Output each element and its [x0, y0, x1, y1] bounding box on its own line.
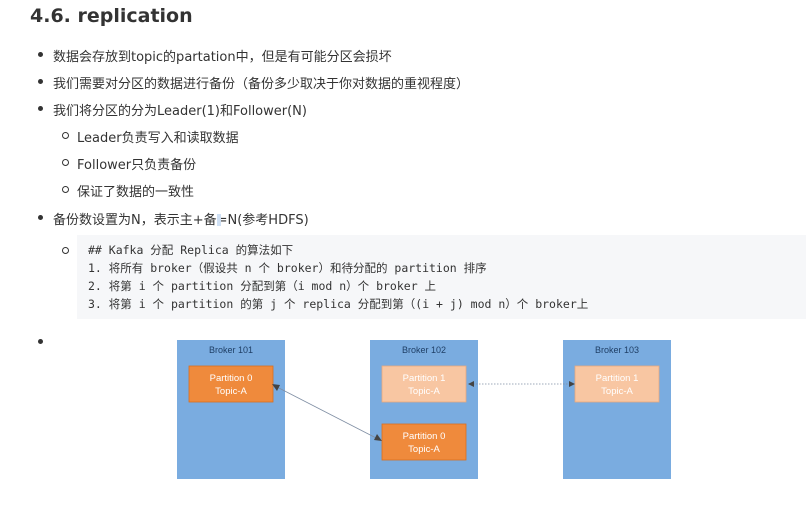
b101-partition0-box — [188, 365, 274, 403]
b102-partition1-box — [381, 365, 467, 403]
arrowhead-p0-right — [374, 434, 382, 441]
b103-partition-name: Partition 1 — [596, 373, 639, 384]
replica-arrow-p0 — [274, 385, 381, 441]
bullet-text-2: 我们需要对分区的数据进行备份（备份多少取决于你对数据的重视程度） — [53, 77, 470, 92]
b102-partition1-name: Partition 1 — [403, 373, 446, 384]
code-line: 1. 将所有 broker（假设共 n 个 broker）和待分配的 parti… — [88, 261, 487, 275]
code-line: 2. 将第 i 个 partition 分配到第（i mod n）个 broke… — [88, 279, 437, 293]
sub-bullet-text-2: Follower只负责备份 — [77, 158, 197, 173]
bullet-text-4: 备份数设置为N，表示主+备=N(参考HDFS) — [53, 213, 309, 228]
broker-103-label: Broker 103 — [595, 345, 639, 355]
b102-partition1-topic: Topic-A — [408, 386, 440, 397]
b102-partition0-topic: Topic-A — [408, 444, 440, 455]
arrowhead-p0-left — [272, 384, 280, 391]
bullet-text-3: 我们将分区的分为Leader(1)和Follower(N) — [53, 104, 307, 119]
broker-101-label: Broker 101 — [209, 345, 253, 355]
sub-bullet-ring — [62, 132, 69, 139]
bullet-dot — [38, 215, 43, 220]
sub-bullet-ring — [62, 159, 69, 166]
arrowhead-p1-right — [569, 381, 575, 387]
bullet-dot — [38, 52, 43, 57]
broker-101-box — [177, 340, 285, 479]
sub-bullet-ring — [62, 186, 69, 193]
sub-bullet-text-3: 保证了数据的一致性 — [77, 185, 195, 200]
sub-bullet-ring — [62, 247, 69, 254]
b102-partition0-box — [381, 423, 467, 461]
arrowhead-p1-left — [468, 381, 474, 387]
code-line: 3. 将第 i 个 partition 的第 j 个 replica 分配到第（… — [88, 297, 589, 311]
text-selection-highlight — [217, 214, 221, 226]
b103-partition-topic: Topic-A — [601, 386, 633, 397]
b101-partition-name: Partition 0 — [210, 373, 253, 384]
bullet-text-1: 数据会存放到topic的partation中，但是有可能分区会损坏 — [53, 50, 392, 65]
section-heading: 4.6. replication — [30, 5, 193, 27]
broker-103-box — [563, 340, 671, 479]
code-block[interactable]: ## Kafka 分配 Replica 的算法如下 1. 将所有 broker（… — [77, 235, 806, 319]
broker-102-label: Broker 102 — [402, 345, 446, 355]
sub-bullet-text-1: Leader负责写入和读取数据 — [77, 131, 239, 146]
b101-partition-topic: Topic-A — [215, 386, 247, 397]
b102-partition0-name: Partition 0 — [403, 431, 446, 442]
bullet-dot — [38, 79, 43, 84]
code-line: ## Kafka 分配 Replica 的算法如下 — [88, 243, 294, 257]
b103-partition1-box — [574, 365, 660, 403]
bullet-dot — [38, 339, 43, 344]
bullet-dot — [38, 106, 43, 111]
